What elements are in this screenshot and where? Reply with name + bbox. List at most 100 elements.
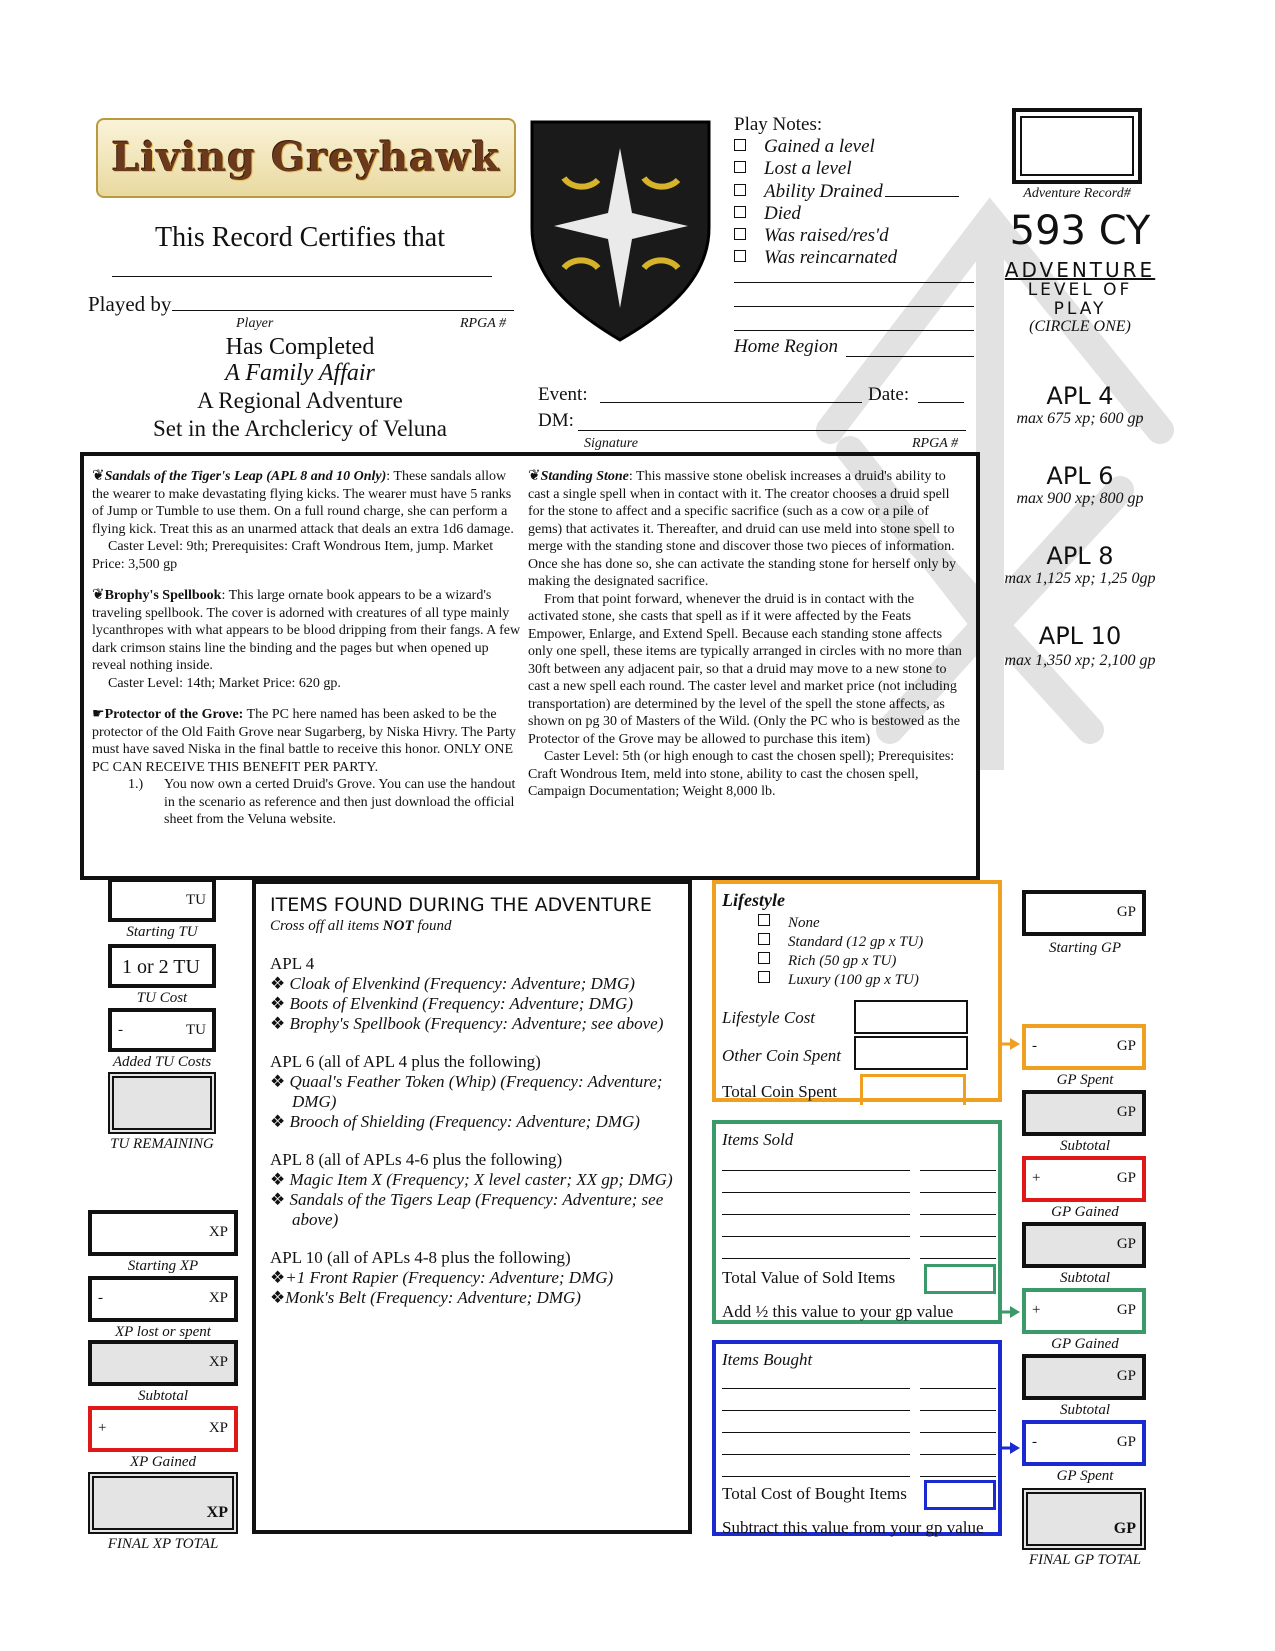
protector-body: The PC here named has been asked to be t… bbox=[92, 707, 516, 775]
sold-item-line[interactable] bbox=[722, 1192, 910, 1193]
dm-line[interactable] bbox=[578, 430, 966, 431]
play-note-lost-level[interactable]: Lost a level bbox=[734, 158, 959, 180]
sold-item-line[interactable] bbox=[722, 1170, 910, 1171]
item-entry[interactable]: ❖ Sandals of the Tigers Leap (Frequency:… bbox=[270, 1190, 680, 1230]
sold-price-line[interactable] bbox=[920, 1258, 996, 1259]
xp-subtotal-label: Subtotal bbox=[137, 1388, 188, 1404]
bought-item-line[interactable] bbox=[722, 1476, 910, 1477]
rpga-label: RPGA # bbox=[460, 316, 507, 331]
apl-4-label[interactable]: APL 4 bbox=[1046, 382, 1114, 410]
apl-6-label[interactable]: APL 6 bbox=[1046, 462, 1114, 490]
adventure-record-box[interactable] bbox=[1012, 108, 1142, 184]
player-line[interactable] bbox=[172, 310, 514, 311]
stone-cert: ❦Standing Stone: This massive stone obel… bbox=[528, 468, 964, 591]
date-line[interactable] bbox=[918, 402, 964, 403]
lifestyle-option-rich[interactable]: Rich (50 gp x TU) bbox=[758, 952, 923, 971]
subtitle-text: Cross off all items bbox=[270, 918, 383, 934]
gp-subtotal-3-box[interactable]: GP bbox=[1022, 1354, 1146, 1400]
group-head: APL 6 bbox=[270, 1052, 315, 1071]
final-xp-box[interactable]: XP bbox=[88, 1472, 238, 1534]
item-entry[interactable]: ❖ Magic Item X (Frequency; X level caste… bbox=[270, 1170, 680, 1190]
item-entry[interactable]: ❖ Brooch of Shielding (Frequency: Advent… bbox=[270, 1112, 680, 1132]
sold-item-line[interactable] bbox=[722, 1258, 910, 1259]
item-text: Cloak of Elvenkind (Frequency: Adventure… bbox=[289, 974, 635, 993]
bought-item-line[interactable] bbox=[722, 1432, 910, 1433]
bought-item-line[interactable] bbox=[722, 1388, 910, 1389]
gp-gained-2-box[interactable]: + GP bbox=[1022, 1288, 1146, 1334]
bought-price-line[interactable] bbox=[920, 1454, 996, 1455]
gp-subtotal-2-label: Subtotal bbox=[1059, 1270, 1110, 1286]
play-note-line-2[interactable] bbox=[734, 306, 974, 307]
total-bought-field[interactable] bbox=[924, 1480, 996, 1510]
brophy-caster: Caster Level: 14th; Market Price: 620 gp… bbox=[108, 675, 341, 691]
gp-gained-box[interactable]: + GP bbox=[1022, 1156, 1146, 1202]
item-entry[interactable]: ❖ Boots of Elvenkind (Frequency: Adventu… bbox=[270, 994, 680, 1014]
gp-subtotal-box[interactable]: GP bbox=[1022, 1090, 1146, 1136]
sold-price-line[interactable] bbox=[920, 1192, 996, 1193]
sold-price-line[interactable] bbox=[920, 1214, 996, 1215]
added-tu-box[interactable]: - TU bbox=[108, 1008, 216, 1052]
lifestyle-cost-field[interactable] bbox=[854, 1000, 968, 1034]
sold-price-line[interactable] bbox=[920, 1170, 996, 1171]
gp-unit: GP bbox=[1116, 1170, 1136, 1186]
checkbox-icon bbox=[734, 183, 746, 196]
lifestyle-option-luxury[interactable]: Luxury (100 gp x TU) bbox=[758, 971, 923, 990]
gp-subtotal-2-box[interactable]: GP bbox=[1022, 1222, 1146, 1268]
total-coin-field[interactable] bbox=[860, 1074, 966, 1105]
bought-price-line[interactable] bbox=[920, 1388, 996, 1389]
adventure-word: ADVENTURE bbox=[1004, 258, 1156, 282]
sold-price-line[interactable] bbox=[920, 1236, 996, 1237]
sold-item-line[interactable] bbox=[722, 1236, 910, 1237]
player-label: Player bbox=[236, 316, 274, 331]
play-note-reincarnated[interactable]: Was reincarnated bbox=[734, 247, 959, 269]
gp-unit: GP bbox=[1116, 1104, 1136, 1120]
play-note-line-1[interactable] bbox=[734, 282, 974, 283]
sold-item-line[interactable] bbox=[722, 1214, 910, 1215]
item-entry[interactable]: ❖ Cloak of Elvenkind (Frequency: Adventu… bbox=[270, 974, 680, 994]
items-sold-title: Items Sold bbox=[722, 1130, 794, 1149]
item-entry[interactable]: ❖Monk's Belt (Frequency: Adventure; DMG) bbox=[270, 1288, 680, 1308]
starting-gp-box[interactable]: GP bbox=[1022, 890, 1146, 936]
play-note-gained-level[interactable]: Gained a level bbox=[734, 136, 959, 158]
event-line[interactable] bbox=[600, 402, 862, 403]
xp-gained-box[interactable]: + XP bbox=[88, 1406, 238, 1452]
final-gp-box[interactable]: GP bbox=[1022, 1488, 1146, 1550]
lifestyle-option-standard[interactable]: Standard (12 gp x TU) bbox=[758, 933, 923, 952]
total-sold-field[interactable] bbox=[924, 1264, 996, 1294]
starting-xp-box[interactable]: XP bbox=[88, 1210, 238, 1256]
apl-10-label[interactable]: APL 10 bbox=[1038, 622, 1122, 650]
character-name-line[interactable] bbox=[112, 276, 492, 277]
gp-gained-label: GP Gained bbox=[1051, 1204, 1119, 1220]
lifestyle-option-none[interactable]: None bbox=[758, 914, 923, 933]
xp-lost-label: XP lost or spent bbox=[115, 1324, 211, 1340]
apl-8-label[interactable]: APL 8 bbox=[1046, 542, 1114, 570]
item-text: Quaal's Feather Token (Whip) (Frequency:… bbox=[289, 1072, 663, 1111]
item-entry[interactable]: ❖+1 Front Rapier (Frequency: Adventure; … bbox=[270, 1268, 680, 1288]
bought-price-line[interactable] bbox=[920, 1432, 996, 1433]
lifestyle-option-label: Standard (12 gp x TU) bbox=[788, 934, 924, 950]
tu-remaining-box[interactable] bbox=[108, 1072, 216, 1134]
xp-subtotal-box[interactable]: XP bbox=[88, 1340, 238, 1386]
play-note-died[interactable]: Died bbox=[734, 203, 959, 225]
cert-box bbox=[80, 452, 980, 880]
item-entry[interactable]: ❖ Quaal's Feather Token (Whip) (Frequenc… bbox=[270, 1072, 680, 1112]
item-entry[interactable]: ❖ Brophy's Spellbook (Frequency: Adventu… bbox=[270, 1014, 680, 1034]
play-note-line-3[interactable] bbox=[734, 330, 974, 331]
bought-price-line[interactable] bbox=[920, 1476, 996, 1477]
group-head: APL 4 bbox=[270, 954, 315, 973]
xp-lost-box[interactable]: - XP bbox=[88, 1276, 238, 1322]
group-tail: (all of APL 4 plus the following) bbox=[314, 1052, 541, 1071]
gp-spent-box[interactable]: - GP bbox=[1022, 1024, 1146, 1070]
play-note-ability-drained[interactable]: Ability Drained bbox=[734, 181, 959, 203]
starting-gp-label: Starting GP bbox=[1048, 940, 1122, 956]
bought-item-line[interactable] bbox=[722, 1410, 910, 1411]
play-note-raised[interactable]: Was raised/res'd bbox=[734, 225, 959, 247]
starting-tu-box[interactable]: TU bbox=[108, 878, 216, 922]
other-coin-field[interactable] bbox=[854, 1036, 968, 1070]
home-region-line[interactable] bbox=[846, 356, 974, 357]
bought-price-line[interactable] bbox=[920, 1410, 996, 1411]
leaf-icon: ❦ bbox=[92, 468, 105, 484]
apl-6-max: max 900 xp; 800 gp bbox=[1016, 490, 1144, 507]
gp-spent-2-box[interactable]: - GP bbox=[1022, 1420, 1146, 1466]
bought-item-line[interactable] bbox=[722, 1454, 910, 1455]
